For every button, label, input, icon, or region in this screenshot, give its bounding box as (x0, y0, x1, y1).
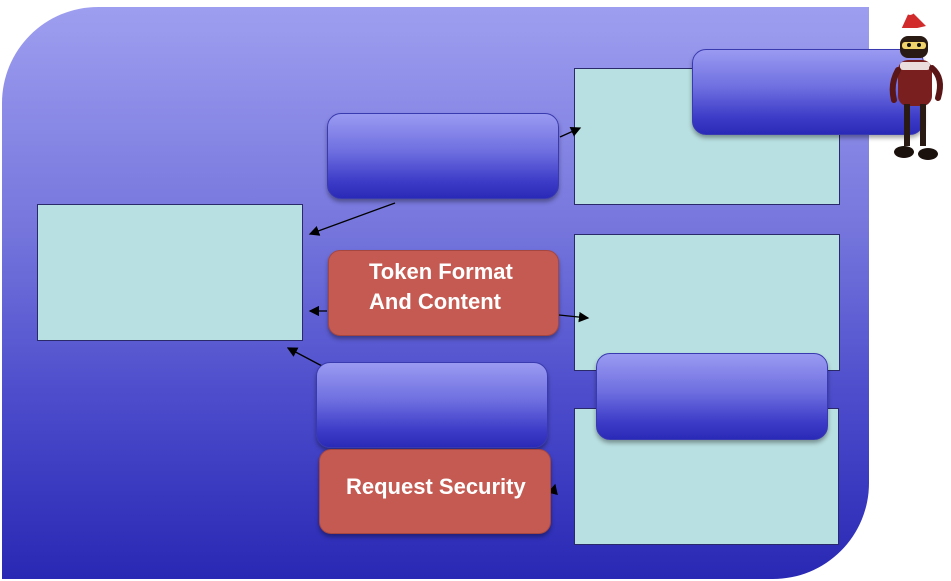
arrow-token-to-middle-box (558, 311, 590, 323)
token-format-box: Token Format And Content (328, 250, 559, 336)
bottom-right-pill (596, 353, 828, 440)
arrow-request-to-bottom-box (547, 483, 558, 496)
left-box (37, 204, 303, 341)
top-center-pill (327, 113, 559, 199)
lower-center-pill (316, 362, 548, 448)
arrow-lower-pill-to-left-box (286, 347, 323, 367)
top-right-pill (692, 49, 924, 135)
token-format-label: Token Format And Content (369, 259, 513, 314)
arrow-top-pill-to-top-box (559, 126, 582, 138)
request-security-box: Request Security (319, 449, 551, 534)
robot-santa-mascot-icon (889, 5, 943, 160)
arrow-top-pill-to-left-box (308, 202, 396, 236)
middle-right-box (574, 234, 840, 371)
request-security-label: Request Security (346, 474, 526, 499)
